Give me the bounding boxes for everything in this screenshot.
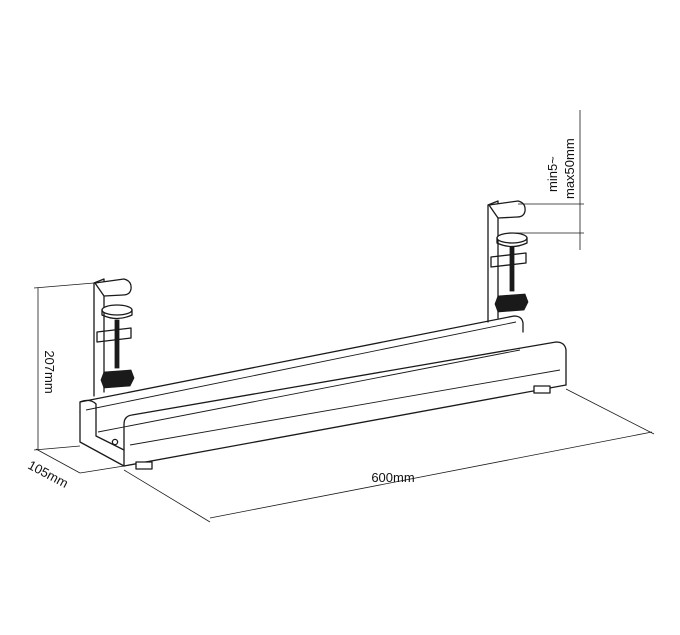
depth-dimension: 105mm bbox=[25, 448, 125, 491]
clamp-range-label-line2: max50mm bbox=[562, 138, 577, 199]
left-clamp-knob-icon bbox=[100, 369, 135, 389]
right-clamp-screw bbox=[509, 246, 515, 292]
depth-label: 105mm bbox=[25, 457, 70, 491]
clamp-range-label-line1: min5~ bbox=[545, 156, 560, 192]
tray-foot-front-left bbox=[135, 461, 153, 470]
left-clamp bbox=[93, 278, 135, 397]
cable-tray bbox=[79, 315, 567, 470]
left-clamp-screw bbox=[114, 319, 120, 369]
height-dimension: 207mm bbox=[33, 282, 95, 451]
height-label: 207mm bbox=[42, 350, 57, 393]
right-clamp-knob-icon bbox=[494, 293, 529, 313]
tray-foot-front-right bbox=[533, 385, 551, 394]
width-label: 600mm bbox=[371, 470, 414, 485]
right-clamp bbox=[487, 200, 529, 323]
width-dimension: 600mm bbox=[123, 388, 655, 523]
clamp-range-dimension: min5~ max50mm bbox=[512, 110, 584, 250]
mounting-hole-icon bbox=[111, 438, 119, 446]
